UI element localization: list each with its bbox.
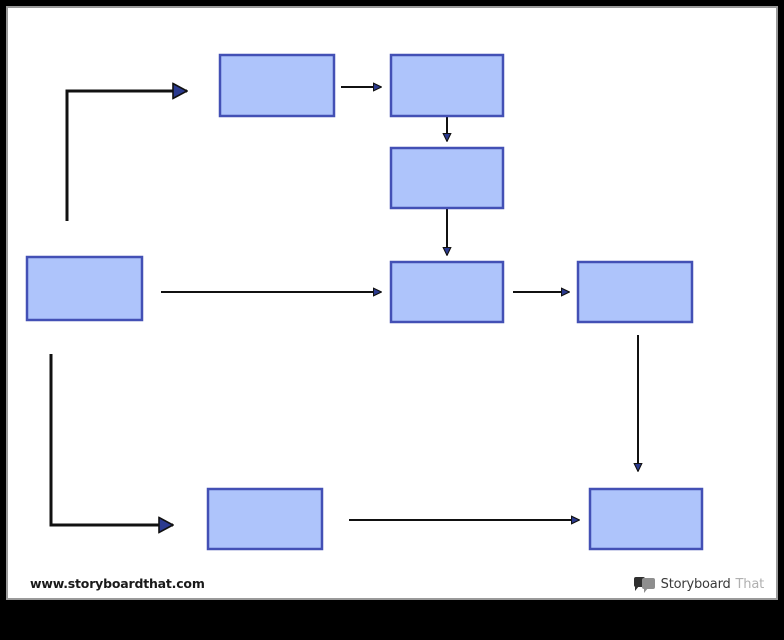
speech-bubble-icon — [633, 576, 656, 593]
flowchart-node-4[interactable] — [25, 255, 144, 322]
flowchart-node-8[interactable] — [588, 487, 704, 551]
flowchart-diagram — [25, 53, 704, 551]
flowchart-node-6[interactable] — [576, 260, 694, 324]
flowchart-node-1[interactable] — [218, 53, 336, 118]
flowchart-node-7[interactable] — [206, 487, 324, 551]
flowchart-node-5[interactable] — [389, 260, 505, 324]
storyboard-canvas: www.storyboardthat.com Storyboard That — [6, 6, 778, 600]
footer-url: www.storyboardthat.com — [30, 576, 205, 591]
connector-node4-to-node1 — [65, 91, 187, 221]
connector-node4-to-node7 — [49, 354, 173, 525]
flowchart-node-2[interactable] — [389, 53, 505, 118]
storyboardthat-logo: Storyboard That — [633, 574, 765, 594]
node-group — [25, 53, 704, 551]
connector-group — [49, 87, 638, 525]
logo-primary-text: Storyboard — [660, 576, 731, 592]
flowchart-node-3[interactable] — [389, 146, 505, 210]
logo-secondary-text: That — [735, 576, 765, 592]
